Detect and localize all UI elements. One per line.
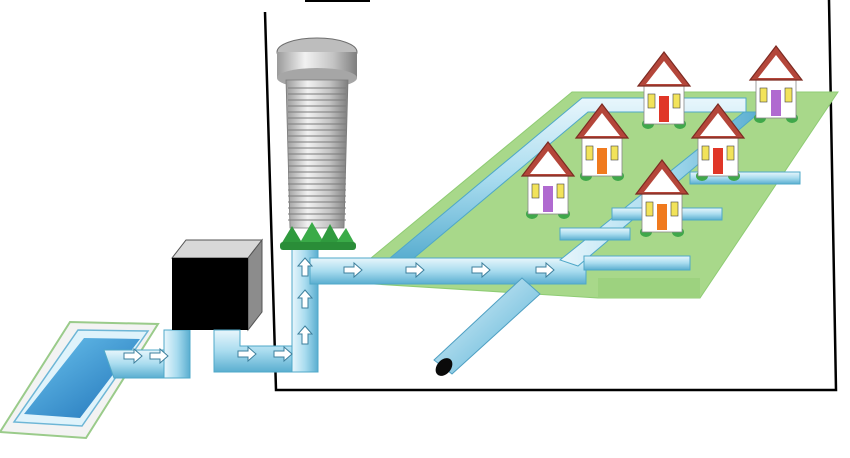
flow-arrow-icon [405, 261, 425, 279]
tower-base-trees [280, 222, 356, 250]
flow-arrow-icon [296, 325, 314, 345]
houses-group [520, 45, 804, 237]
flow-arrow-icon [123, 347, 143, 365]
boundary-outline [263, 0, 838, 392]
flow-arrow-icon [273, 345, 293, 363]
flow-arrow-icon [296, 289, 314, 309]
house-icon [520, 141, 576, 219]
flow-arrow-icon [149, 347, 169, 365]
flow-arrows-group [123, 257, 555, 365]
drain-pipe-icon [433, 277, 541, 376]
flow-arrow-icon [296, 257, 314, 277]
water-tower-icon [276, 37, 358, 250]
flow-arrow-icon [237, 345, 257, 363]
house-icon [574, 103, 630, 181]
house-icon [636, 51, 692, 129]
flow-arrow-icon [535, 261, 555, 279]
flow-arrow-icon [471, 261, 491, 279]
flow-arrow-icon [343, 261, 363, 279]
swimming-pool-icon [0, 320, 160, 440]
house-icon [748, 45, 804, 123]
treatment-plant-icon [170, 238, 264, 332]
house-icon [634, 159, 690, 237]
house-icon [690, 103, 746, 181]
tower-ribbing [288, 87, 346, 221]
